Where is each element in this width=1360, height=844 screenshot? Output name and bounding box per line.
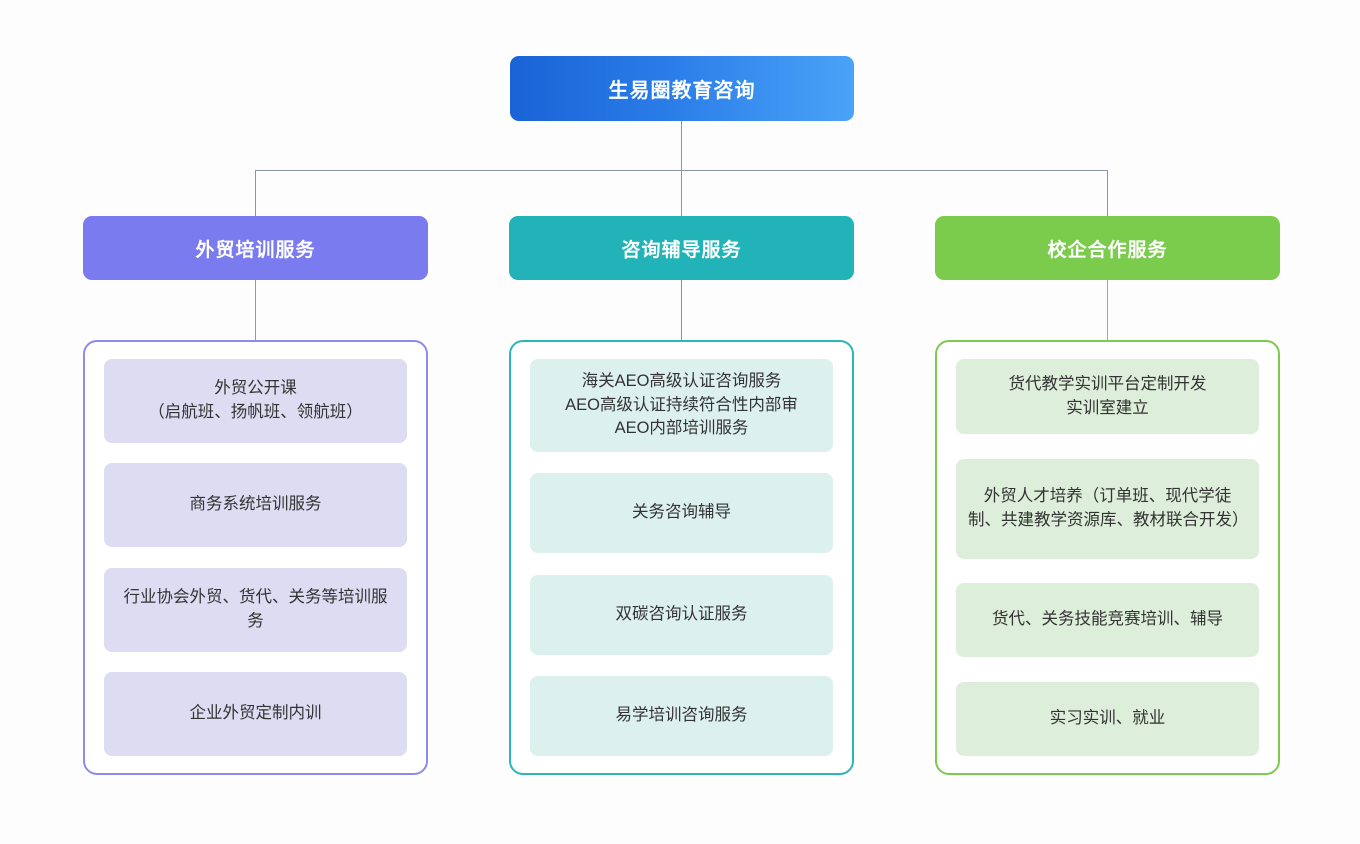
list-item[interactable]: 关务咨询辅导 bbox=[530, 473, 833, 554]
list-item[interactable]: 实习实训、就业 bbox=[956, 681, 1259, 756]
list-item[interactable]: 双碳咨询认证服务 bbox=[530, 574, 833, 655]
connector-drop-branch-3 bbox=[1107, 170, 1109, 216]
items-container-consulting-guidance: 海关AEO高级认证咨询服务 AEO高级认证持续符合性内部审 AEO内部培训服务 … bbox=[509, 340, 854, 775]
branch-header-label-2: 咨询辅导服务 bbox=[621, 239, 742, 261]
items-container-foreign-trade-training: 外贸公开课 （启航班、扬帆班、领航班） 商务系统培训服务 行业协会外贸、货代、关… bbox=[83, 340, 428, 775]
connector-drop-branch-1 bbox=[255, 170, 257, 216]
connector-branch-2-to-items bbox=[681, 280, 683, 340]
connector-root-stem bbox=[681, 121, 683, 171]
connector-branch-1-to-items bbox=[255, 280, 257, 340]
list-item[interactable]: 企业外贸定制内训 bbox=[104, 671, 407, 756]
list-item[interactable]: 行业协会外贸、货代、关务等培训服务 bbox=[104, 567, 407, 652]
list-item[interactable]: 外贸公开课 （启航班、扬帆班、领航班） bbox=[104, 359, 407, 443]
branch-header-foreign-trade-training[interactable]: 外贸培训服务 bbox=[83, 216, 428, 280]
items-container-school-enterprise-cooperation: 货代教学实训平台定制开发 实训室建立 外贸人才培养（订单班、现代学徒制、共建教学… bbox=[935, 340, 1280, 775]
root-node-education-consulting[interactable]: 生易圈教育咨询 bbox=[510, 56, 854, 121]
list-item[interactable]: 海关AEO高级认证咨询服务 AEO高级认证持续符合性内部审 AEO内部培训服务 bbox=[530, 359, 833, 452]
list-item[interactable]: 商务系统培训服务 bbox=[104, 463, 407, 548]
root-node-label: 生易圈教育咨询 bbox=[608, 80, 756, 102]
branch-header-label-1: 外贸培训服务 bbox=[195, 239, 316, 261]
list-item[interactable]: 货代、关务技能竞赛培训、辅导 bbox=[956, 583, 1259, 658]
branch-header-label-3: 校企合作服务 bbox=[1047, 239, 1168, 261]
list-item[interactable]: 货代教学实训平台定制开发 实训室建立 bbox=[956, 359, 1259, 434]
branch-header-consulting-guidance[interactable]: 咨询辅导服务 bbox=[509, 216, 854, 280]
list-item[interactable]: 外贸人才培养（订单班、现代学徒制、共建教学资源库、教材联合开发） bbox=[956, 458, 1259, 559]
branch-header-school-enterprise-cooperation[interactable]: 校企合作服务 bbox=[935, 216, 1280, 280]
connector-drop-branch-2 bbox=[681, 170, 683, 216]
list-item[interactable]: 易学培训咨询服务 bbox=[530, 675, 833, 756]
connector-branch-3-to-items bbox=[1107, 280, 1109, 340]
